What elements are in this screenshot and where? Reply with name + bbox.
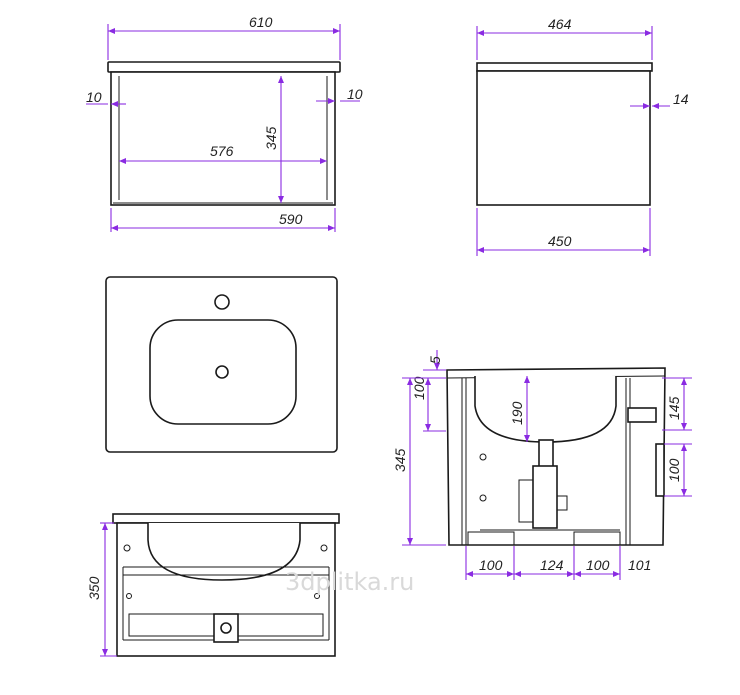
back-upper-zone-label: 100 <box>411 376 427 400</box>
faucet-hole <box>214 294 230 310</box>
drain-hole <box>215 365 229 379</box>
side-top-depth-label: 464 <box>548 16 572 32</box>
side-countertop <box>476 62 653 72</box>
back-right-upper-label: 145 <box>666 396 682 420</box>
front-right-offset-label: 10 <box>347 86 363 102</box>
back-view: 5 100 190 345 145 100 100 124 100 <box>392 350 692 580</box>
side-view: 464 450 14 <box>476 16 689 256</box>
front-countertop <box>107 61 341 73</box>
back-bottom-dim-3: 100 <box>586 557 610 573</box>
side-overhang-label: 14 <box>673 91 689 107</box>
side-cabinet-body <box>476 70 651 206</box>
section-bowl <box>147 523 301 581</box>
front-cabinet-body <box>110 71 336 206</box>
section-view: 350 <box>86 513 340 657</box>
front-left-offset-label: 10 <box>86 89 102 105</box>
back-top-gap-label: 5 <box>427 356 443 364</box>
side-body-depth-label: 450 <box>548 233 572 249</box>
back-right-lower-label: 100 <box>666 458 682 482</box>
front-top-width-label: 610 <box>249 14 273 30</box>
back-bottom-dim-1: 100 <box>479 557 503 573</box>
watermark-text: 3dplitka.ru <box>285 568 414 596</box>
basin-top-view <box>105 276 338 453</box>
back-bottom-dim-4: 101 <box>628 557 651 573</box>
front-inner-width-label: 576 <box>210 143 234 159</box>
front-height-label: 345 <box>263 126 279 150</box>
section-countertop <box>112 513 340 524</box>
front-bottom-width-label: 590 <box>279 211 303 227</box>
back-mount-bracket <box>627 407 657 423</box>
back-bottom-dim-2: 124 <box>540 557 564 573</box>
back-total-height-label: 345 <box>392 448 408 472</box>
back-bowl <box>474 376 617 443</box>
back-bowl-depth-label: 190 <box>509 401 525 425</box>
section-height-label: 350 <box>86 576 102 600</box>
back-siphon-pipe <box>538 439 554 469</box>
front-view: 610 576 590 345 10 10 <box>86 14 363 232</box>
